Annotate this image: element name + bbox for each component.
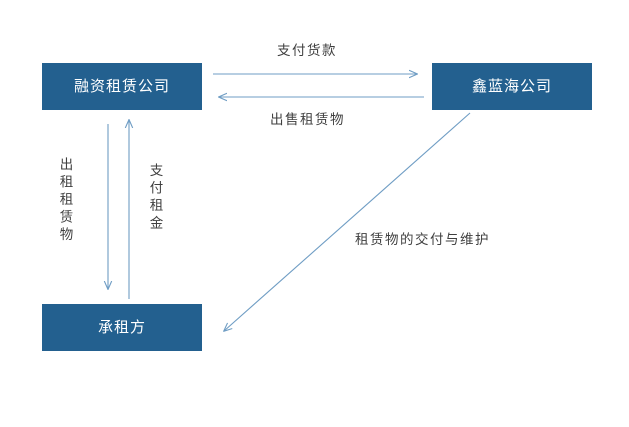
- edge-label-pay-rent: 支付租金: [146, 163, 163, 233]
- edge-label-lease-out: 出租租赁物: [56, 157, 73, 245]
- edge-delivery-arrow: [224, 112, 471, 331]
- edge-label-sell-asset: 出售租赁物: [270, 112, 345, 128]
- node-lessee[interactable]: 承租方: [42, 304, 202, 351]
- edge-label-pay-goods: 支付货款: [277, 43, 337, 59]
- node-supplier[interactable]: 鑫蓝海公司: [432, 63, 592, 110]
- node-lessor[interactable]: 融资租赁公司: [42, 63, 202, 110]
- edge-label-delivery: 租赁物的交付与维护: [355, 232, 490, 248]
